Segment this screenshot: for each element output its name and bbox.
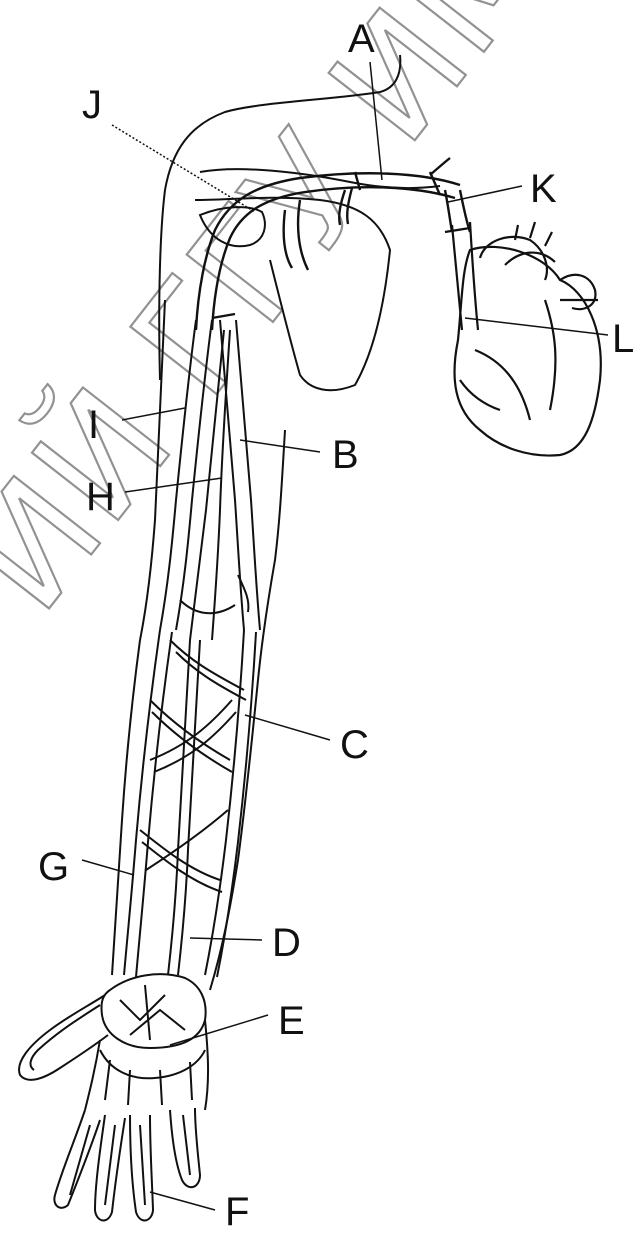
ventricle-line: [475, 300, 555, 420]
label-H: H: [86, 475, 115, 519]
anastomosis-1: [150, 700, 232, 772]
label-L: L: [612, 317, 634, 361]
finger-4: [170, 1108, 200, 1187]
label-J: J: [82, 83, 102, 127]
aortic-arch: [480, 237, 555, 280]
leader-B: [240, 440, 320, 452]
label-G: G: [38, 845, 69, 889]
anastomosis-3: [140, 830, 222, 892]
hand: [19, 974, 208, 1220]
leader-G: [82, 860, 134, 875]
label-F: F: [225, 1190, 249, 1234]
forearm: [112, 575, 258, 990]
forearm-lateral: [112, 640, 140, 975]
label-E: E: [278, 999, 305, 1043]
finger-3: [130, 1115, 153, 1220]
leader-L: [465, 318, 608, 335]
pulmonary-trunk: [560, 275, 598, 309]
label-K: K: [530, 167, 557, 211]
cephalic-vein-forearm: [124, 630, 172, 977]
carpal-lines: [120, 985, 185, 1040]
label-I: I: [88, 403, 99, 447]
atrium-detail: [460, 380, 500, 410]
label-C: C: [340, 723, 369, 767]
heart: [452, 222, 601, 456]
median-cubital-vein: [170, 640, 246, 700]
upper-arm-medial: [258, 430, 285, 680]
label-A: A: [348, 17, 375, 61]
finger-1: [54, 1110, 100, 1208]
wrist-network: [101, 974, 205, 1048]
leader-C: [245, 715, 330, 740]
leader-D: [190, 938, 262, 940]
leader-F: [150, 1192, 215, 1210]
median-vein-forearm: [168, 640, 200, 975]
leader-K: [448, 186, 522, 202]
dorsal-venous-arch: [100, 1050, 205, 1105]
superior-vena-cava: [452, 222, 478, 330]
forearm-medial: [210, 680, 258, 990]
label-B: B: [332, 433, 359, 477]
label-D: D: [272, 921, 301, 965]
